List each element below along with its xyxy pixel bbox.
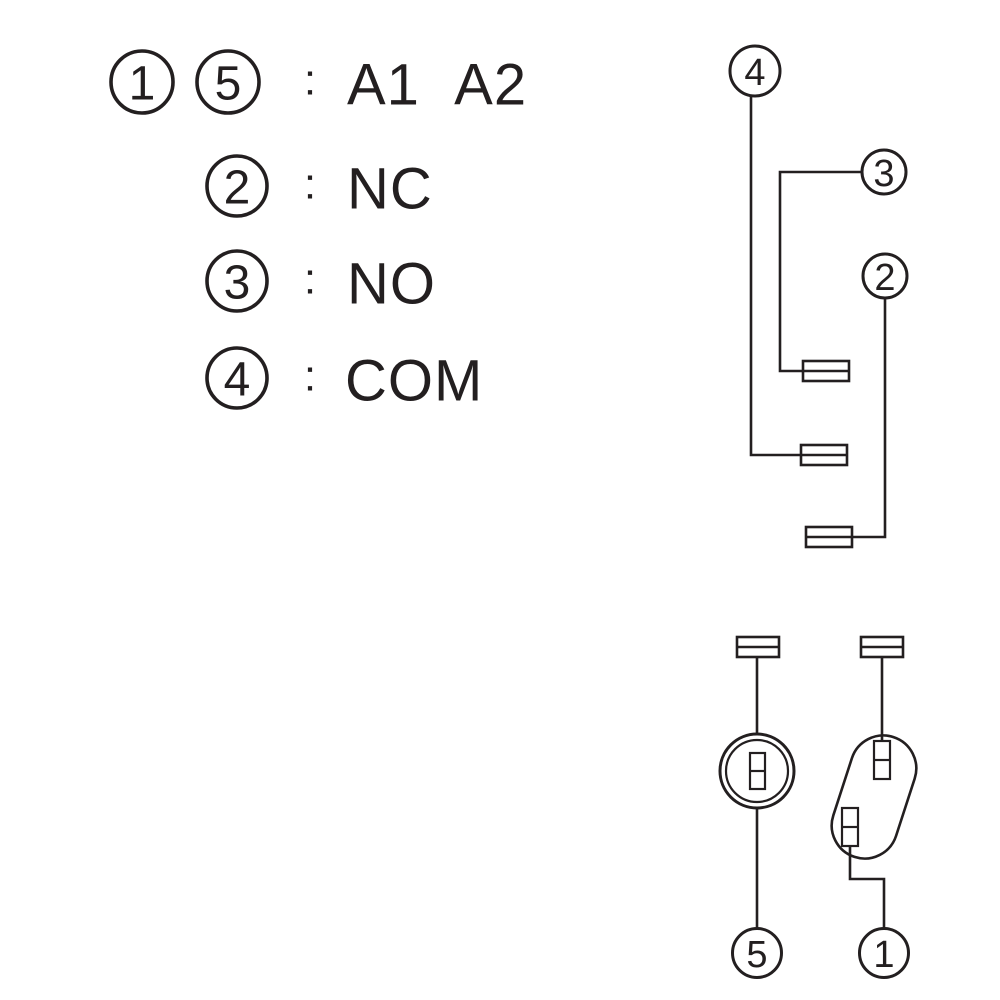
- legend-number-1: 1: [129, 58, 156, 111]
- pin-5-number: 5: [746, 934, 767, 976]
- legend-label-a1-a2: A1 A2: [347, 53, 527, 118]
- pin-5-circle-icon: [731, 927, 783, 979]
- nc-terminal-icon: [804, 525, 854, 549]
- wire-pin2-to-nc-terminal: [852, 298, 887, 539]
- legend-circle-5-icon: [195, 49, 261, 115]
- actuator-contact-bottom-icon: [840, 806, 860, 848]
- pin-2-number: 2: [874, 257, 895, 299]
- relay-coil-icon: [718, 732, 796, 810]
- legend-row-4: 4 : COM: [205, 346, 483, 414]
- legend-colon-1: :: [304, 56, 316, 105]
- pin-4-number: 4: [744, 52, 765, 94]
- legend-circle-4-icon: [205, 346, 269, 410]
- pin-4-circle-icon: [728, 44, 782, 98]
- pin-3-number: 3: [873, 153, 894, 195]
- coil-schematic: 5 1: [718, 635, 918, 979]
- legend-colon-4: :: [304, 352, 316, 401]
- wire-pin3-to-no-terminal: [778, 170, 862, 373]
- legend-label-nc: NC: [347, 157, 433, 222]
- legend-row-3: 3 : NO: [205, 249, 436, 317]
- legend: 1 5 : A1 A2 2 : NC 3 : NO 4 : COM: [109, 49, 527, 414]
- legend-colon-2: :: [304, 160, 316, 209]
- legend-circle-1-icon: [109, 49, 175, 115]
- com-terminal-icon: [799, 443, 849, 467]
- legend-number-5: 5: [215, 58, 242, 111]
- pin-1-number: 1: [873, 934, 894, 976]
- contact-schematic: 4 3 2: [728, 44, 909, 549]
- legend-circle-2-icon: [205, 154, 269, 218]
- legend-colon-3: :: [304, 255, 316, 304]
- wire-actuator-to-pin1: [848, 846, 886, 929]
- no-terminal-icon: [801, 359, 851, 383]
- coil-terminal-right-icon: [859, 635, 905, 659]
- legend-number-2: 2: [224, 162, 251, 215]
- pin-1-circle-icon: [858, 927, 910, 979]
- legend-label-no: NO: [347, 252, 436, 317]
- actuator-body-icon: [830, 734, 918, 860]
- actuator-contact-top-icon: [872, 739, 892, 781]
- legend-row-2: 2 : NC: [205, 154, 433, 222]
- legend-row-1: 1 5 : A1 A2: [109, 49, 527, 118]
- legend-number-3: 3: [224, 257, 251, 310]
- wire-pin4-to-com-terminal: [749, 96, 801, 457]
- legend-number-4: 4: [224, 354, 251, 407]
- coil-terminal-left-icon: [735, 635, 781, 659]
- legend-circle-3-icon: [205, 249, 269, 313]
- legend-label-com: COM: [345, 349, 483, 414]
